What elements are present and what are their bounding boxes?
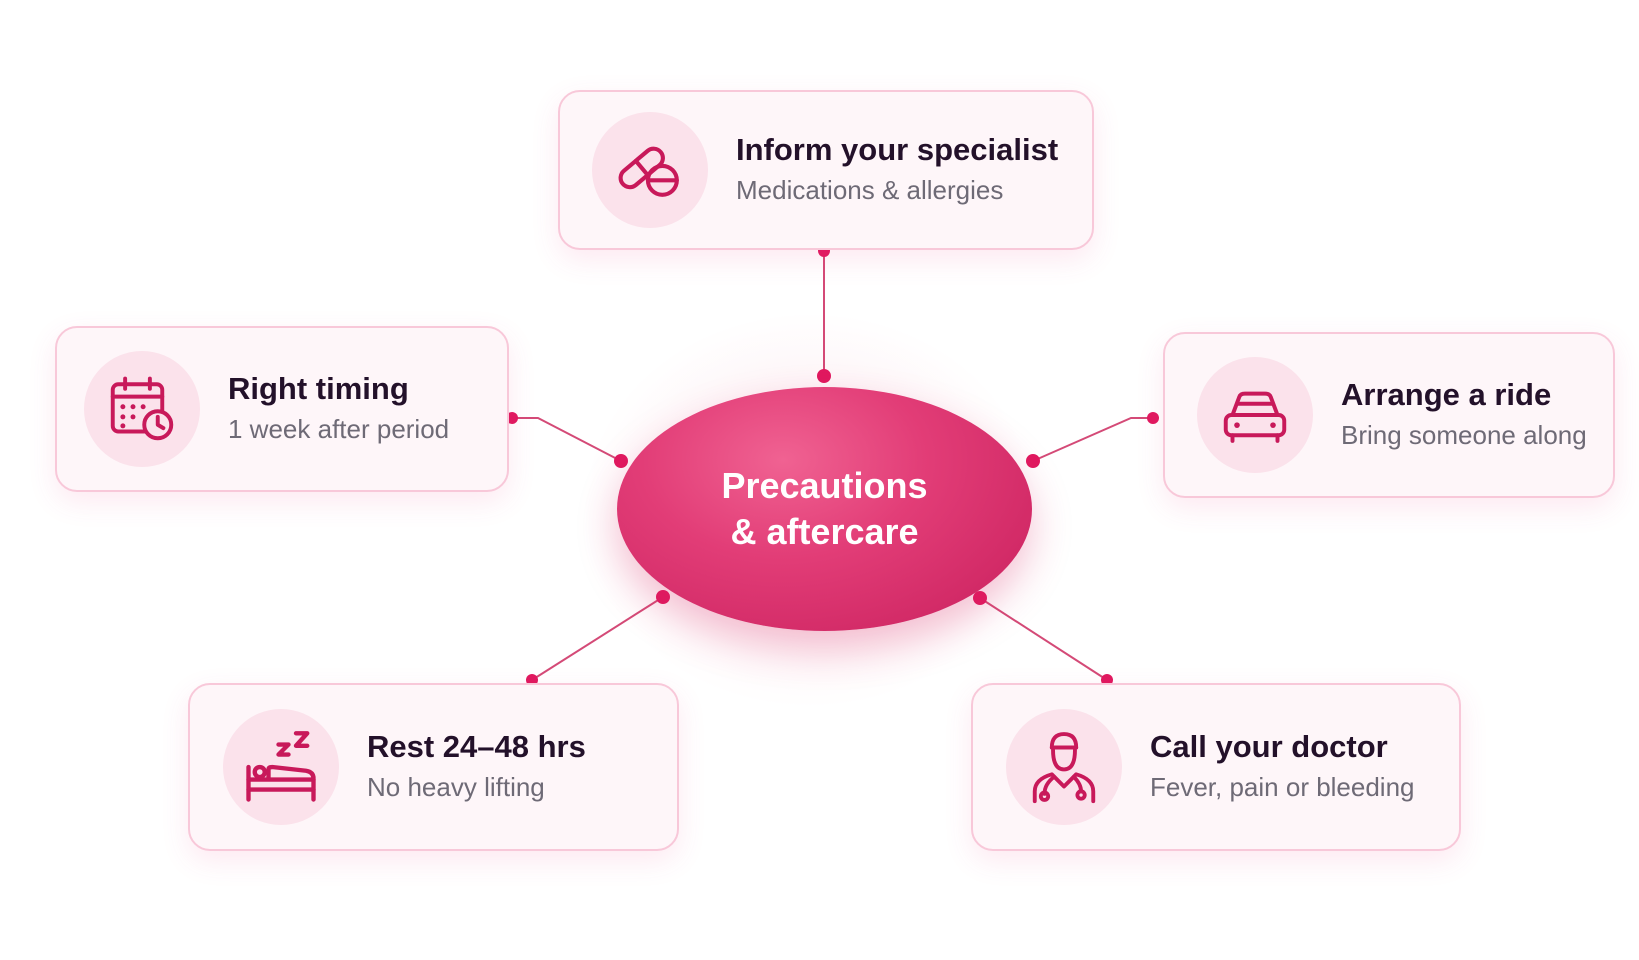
connector-dot bbox=[973, 591, 987, 605]
hub-title-line-1: Precautions bbox=[721, 465, 928, 506]
card-subtitle: Fever, pain or bleeding bbox=[1150, 772, 1415, 802]
connector-ride bbox=[1032, 417, 1153, 462]
card-subtitle: No heavy lifting bbox=[367, 772, 545, 802]
card-title: Arrange a ride bbox=[1341, 377, 1552, 412]
center-hub: Precautions & aftercare bbox=[617, 387, 1032, 631]
connector-dot bbox=[817, 369, 831, 383]
connector-dot bbox=[506, 412, 518, 424]
car-icon bbox=[1197, 357, 1313, 473]
connector-dot bbox=[1147, 412, 1159, 424]
card-rest: Rest 24–48 hrs No heavy lifting bbox=[188, 683, 679, 851]
connector-doctor bbox=[979, 597, 1108, 681]
card-subtitle: 1 week after period bbox=[228, 414, 450, 444]
card-title: Inform your specialist bbox=[736, 132, 1059, 167]
card-subtitle: Medications & allergies bbox=[736, 175, 1004, 205]
doctor-icon bbox=[1006, 709, 1122, 825]
bed-sleep-icon bbox=[223, 709, 339, 825]
card-inform-specialist: Inform your specialist Medications & all… bbox=[558, 90, 1094, 250]
hub-title-line-2: & aftercare bbox=[730, 511, 919, 552]
connector-dot bbox=[1026, 454, 1040, 468]
card-title: Call your doctor bbox=[1150, 729, 1388, 764]
card-subtitle: Bring someone along bbox=[1341, 420, 1587, 450]
card-call-doctor: Call your doctor Fever, pain or bleeding bbox=[971, 683, 1461, 851]
calendar-clock-icon bbox=[84, 351, 200, 467]
card-right-timing: Right timing 1 week after period bbox=[55, 326, 509, 492]
connector-dot bbox=[656, 590, 670, 604]
connector-dot bbox=[614, 454, 628, 468]
connector-rest bbox=[531, 596, 664, 681]
card-title: Right timing bbox=[228, 371, 409, 406]
card-arrange-ride: Arrange a ride Bring someone along bbox=[1163, 332, 1615, 498]
card-title: Rest 24–48 hrs bbox=[367, 729, 586, 764]
connector-timing bbox=[512, 417, 622, 462]
pills-icon bbox=[592, 112, 708, 228]
